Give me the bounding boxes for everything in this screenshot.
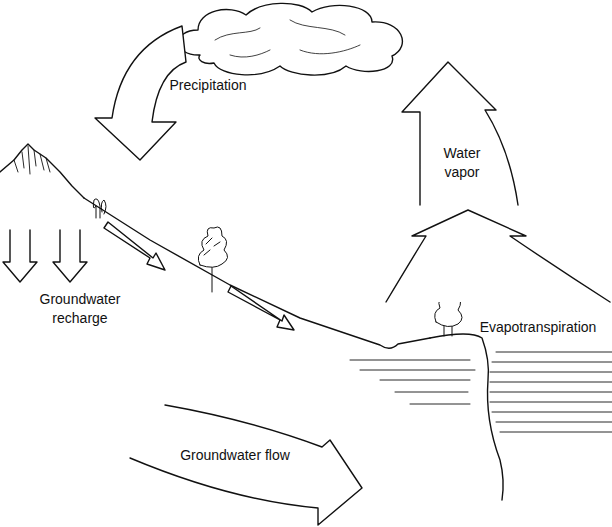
tree <box>93 199 106 218</box>
illustration-stroke <box>198 227 227 267</box>
lake-bank <box>430 334 503 500</box>
illustration-stroke <box>490 352 612 432</box>
mountain <box>0 144 84 198</box>
process-label: Water vapor <box>432 144 492 182</box>
process-label: Precipitation <box>156 76 260 95</box>
process-label: Groundwater flow <box>178 446 292 465</box>
snow-cap <box>14 146 50 174</box>
cloud <box>179 3 403 75</box>
process-label: Groundwater recharge <box>22 290 138 328</box>
illustration-stroke <box>0 3 612 525</box>
recharge-arrow <box>53 230 87 282</box>
process-label: Evapotranspiration <box>470 318 606 337</box>
illustration-stroke <box>93 199 106 218</box>
illustration-stroke <box>350 360 475 404</box>
hill-slope <box>84 198 430 348</box>
recharge-arrow <box>3 230 37 282</box>
groundwater-flow-arrow <box>130 405 362 525</box>
runoff-arrow <box>228 286 294 330</box>
water-vapor-arrow <box>402 62 518 205</box>
water-lines <box>350 352 612 432</box>
runoff-arrow <box>104 222 165 270</box>
evapotranspiration-arrow <box>386 210 610 302</box>
illustration-stroke <box>204 238 220 255</box>
tree <box>198 227 227 292</box>
cloud-shading <box>215 20 360 57</box>
